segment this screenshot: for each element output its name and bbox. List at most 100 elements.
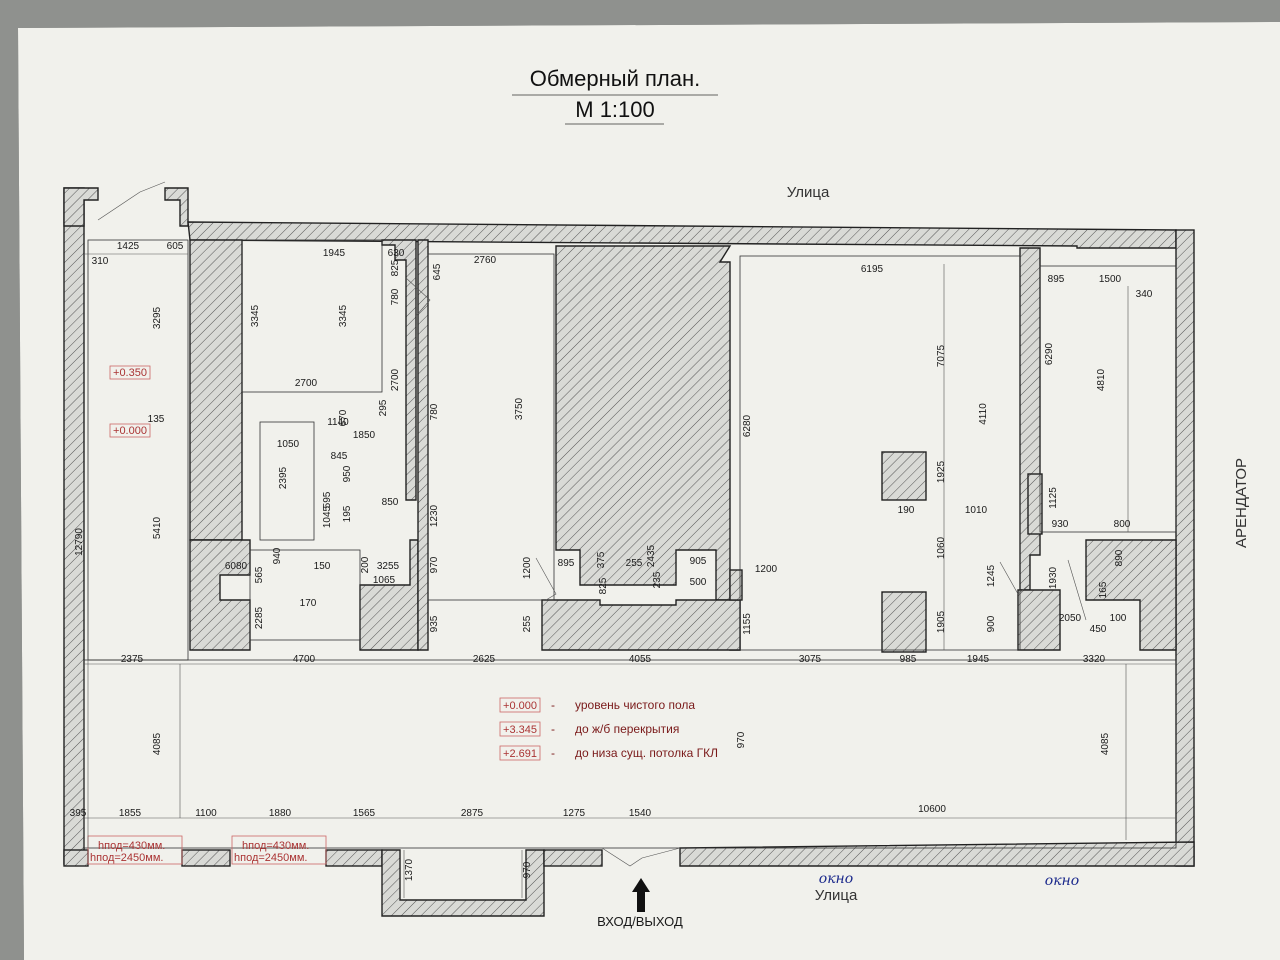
- legend-mark-2: +3.345: [503, 724, 537, 736]
- dim-top-340: 340: [1136, 289, 1153, 300]
- dim-misc-26: 6290: [1044, 342, 1055, 365]
- dim-bot-1275: 1275: [563, 808, 586, 819]
- dim-mid-2625: 2625: [473, 654, 496, 665]
- dim-misc-32: 3255: [377, 561, 400, 572]
- dim-top-630: 630: [388, 248, 405, 259]
- legend-mark-3: +2.691: [503, 748, 537, 760]
- dim-misc-68: 970: [522, 861, 533, 878]
- hall-outline: [83, 659, 1177, 849]
- dim-misc-66: 100: [1110, 613, 1127, 624]
- outer-wall-bottom-1: [63, 849, 89, 867]
- dim-mid-2375: 2375: [121, 654, 144, 665]
- dim-misc-27: 4810: [1096, 368, 1107, 391]
- dim-misc-54: 1060: [936, 536, 947, 559]
- dim-bot-1880: 1880: [269, 808, 292, 819]
- dim-misc-51: 190: [898, 505, 915, 516]
- dim-misc-70: 4085: [1100, 732, 1111, 755]
- plan-scale: М 1:100: [575, 97, 655, 122]
- legend-text-3: до низа сущ. потолка ГКЛ: [575, 746, 718, 760]
- opening-note-box-2: [231, 835, 327, 865]
- room-outline-5: [259, 421, 315, 541]
- dim-top-1500: 1500: [1099, 274, 1122, 285]
- dim-misc-65: 450: [1090, 624, 1107, 635]
- dim-misc-17: 1045: [322, 505, 333, 528]
- street-label-top: Улица: [787, 184, 830, 201]
- dim-misc-38: 935: [429, 615, 440, 632]
- room-outline-2: [427, 253, 555, 601]
- opening-note-2b: hпод=2450мм.: [234, 852, 307, 864]
- dim-misc-2: 825: [390, 259, 401, 276]
- dim-misc-60: 800: [1114, 519, 1131, 530]
- column-2: [881, 591, 927, 653]
- dim-misc-64: 2050: [1059, 613, 1082, 624]
- dim-misc-35: 970: [429, 556, 440, 573]
- dim-top-1425: 1425: [117, 241, 140, 252]
- dim-top-2760: 2760: [474, 255, 497, 266]
- dim-misc-48: 255: [522, 615, 533, 632]
- dim-top-605: 605: [167, 241, 184, 252]
- dim-misc-57: 900: [986, 615, 997, 632]
- dim-misc-8: 1140: [327, 417, 349, 428]
- dim-misc-63: 165: [1098, 581, 1109, 598]
- dim-misc-31: 150: [314, 561, 331, 572]
- window-note-2: окно: [1045, 873, 1079, 889]
- vestibule-door: [97, 181, 166, 221]
- column-1: [881, 451, 927, 501]
- dim-misc-42: 255: [626, 558, 643, 569]
- tenant-label: АРЕНДАТОР: [1233, 458, 1250, 548]
- dim-mid-985: 985: [900, 654, 917, 665]
- dim-misc-6: 2700: [390, 368, 401, 391]
- dim-v-12790: 12790: [74, 528, 85, 556]
- dim-v-4085: 4085: [152, 732, 163, 755]
- dim-misc-62: 890: [1114, 549, 1125, 566]
- dim-bot-1855: 1855: [119, 808, 142, 819]
- dim-bot-10600: 10600: [918, 804, 946, 815]
- outer-wall-bottom-2: [181, 849, 231, 867]
- window-note-1: окно: [819, 871, 853, 887]
- stub-1: [1027, 473, 1043, 535]
- opening-note-box-1: [87, 835, 183, 865]
- dim-misc-58: 1125: [1048, 487, 1059, 509]
- dim-misc-0: 3345: [250, 304, 261, 327]
- door-3: [999, 561, 1031, 595]
- level-mark-2: +0.000: [113, 425, 147, 437]
- room-outline-1: [241, 239, 383, 393]
- legend-dash-1: -: [551, 698, 555, 712]
- dim-misc-69: 970: [736, 731, 747, 748]
- dim-bot-395: 395: [70, 808, 87, 819]
- legend-text-2: до ж/б перекрытия: [575, 722, 679, 736]
- dim-misc-61: 1930: [1048, 566, 1059, 589]
- dim-misc-1: 3345: [338, 304, 349, 327]
- dim-misc-16: 595: [322, 491, 333, 508]
- dim-misc-7: 295: [378, 399, 389, 416]
- dim-top-6195: 6195: [861, 264, 884, 275]
- legend-mark-1: +0.000: [503, 700, 537, 712]
- dim-top-1945: 1945: [323, 248, 346, 259]
- dim-misc-30: 940: [272, 547, 283, 564]
- dim-misc-43: 2435: [646, 544, 657, 567]
- dim-misc-40: 895: [558, 558, 575, 569]
- dim-misc-59: 930: [1052, 519, 1069, 530]
- outer-wall-right: [1175, 229, 1195, 867]
- outer-wall-bottom-3: [325, 849, 383, 867]
- legend-box-1: [499, 697, 541, 713]
- dim-bot-1565: 1565: [353, 808, 376, 819]
- level-box-1: [109, 365, 151, 380]
- street-label-bottom: Улица: [815, 887, 858, 904]
- entrance-door: [601, 847, 681, 867]
- block-right-room: [1085, 539, 1177, 651]
- dim-misc-55: 1905: [936, 610, 947, 633]
- dim-misc-24: 7075: [936, 344, 947, 367]
- vestibule-wall: [63, 187, 99, 227]
- block-d: [417, 239, 429, 651]
- legend-dash-2: -: [551, 722, 555, 736]
- outer-wall-left: [63, 187, 85, 865]
- dim-misc-4: 780: [390, 288, 401, 305]
- stub-2: [729, 569, 743, 601]
- dim-misc-39: 1200: [522, 556, 533, 579]
- block-e: [541, 599, 741, 651]
- dim-misc-34: 1065: [373, 575, 396, 586]
- dim-misc-67: 1370: [404, 858, 415, 881]
- entrance-arrow-icon: [632, 878, 650, 912]
